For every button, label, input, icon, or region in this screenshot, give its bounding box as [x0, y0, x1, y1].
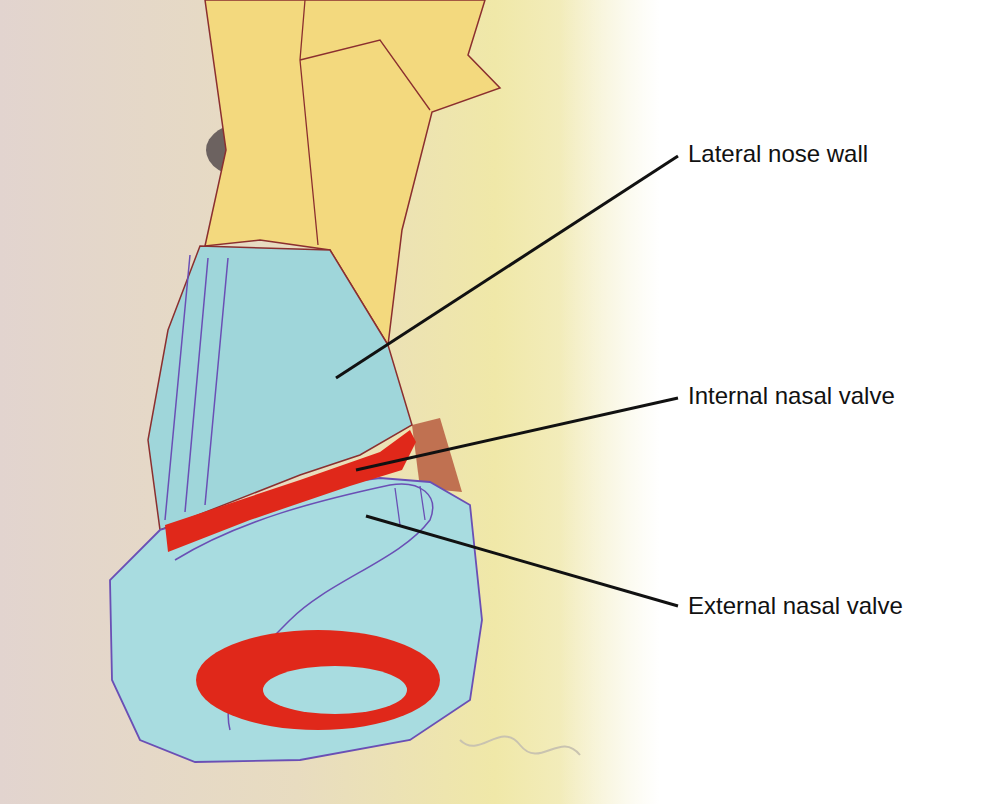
- leader-line: [336, 156, 678, 378]
- callout-label: External nasal valve: [688, 592, 903, 621]
- face-fade: [560, 0, 660, 804]
- cartilage-segments: [395, 486, 425, 525]
- face-ground: [0, 0, 660, 804]
- bone-suture: [300, 0, 430, 245]
- signature: [460, 736, 580, 755]
- internal-valve: [165, 430, 416, 552]
- leader-line: [356, 398, 678, 470]
- septal-lines: [165, 255, 228, 520]
- external-valve: [196, 630, 440, 730]
- leader-line: [366, 516, 678, 606]
- nostril: [263, 666, 407, 714]
- lower-lateral-cartilage: [110, 478, 482, 762]
- callout-label: Internal nasal valve: [688, 382, 895, 411]
- callout-label: Lateral nose wall: [688, 140, 868, 169]
